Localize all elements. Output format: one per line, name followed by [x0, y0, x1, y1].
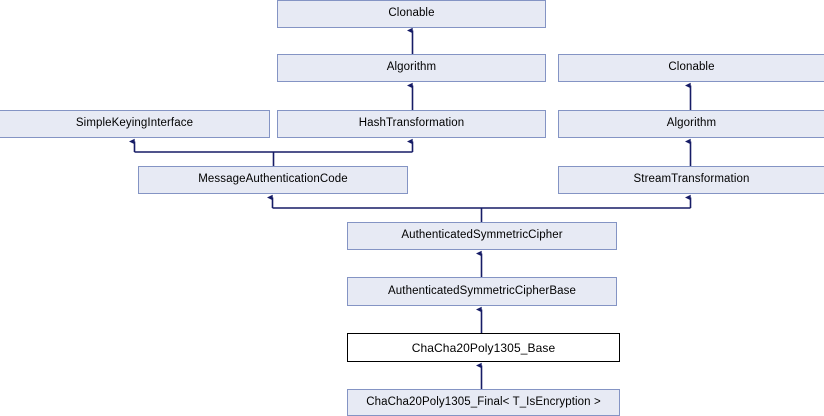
node-hashtransformation[interactable]: HashTransformation [277, 110, 546, 138]
node-label: ChaCha20Poly1305_Final< T_IsEncryption > [366, 395, 601, 408]
node-label: MessageAuthenticationCode [198, 173, 348, 186]
node-authenticatedsymmetriccipherbase[interactable]: AuthenticatedSymmetricCipherBase [347, 277, 617, 306]
node-label: Clonable [668, 61, 715, 74]
node-simplekeyinginterface[interactable]: SimpleKeyingInterface [0, 110, 270, 138]
node-chacha20poly1305-final[interactable]: ChaCha20Poly1305_Final< T_IsEncryption > [347, 389, 620, 416]
node-label: SimpleKeyingInterface [75, 117, 194, 130]
node-label: Algorithm [666, 117, 717, 130]
node-label: ChaCha20Poly1305_Base [411, 340, 556, 355]
node-clonable-top[interactable]: Clonable [277, 0, 546, 28]
node-authenticatedsymmetriccipher[interactable]: AuthenticatedSymmetricCipher [347, 222, 617, 250]
node-label: HashTransformation [358, 117, 465, 130]
node-clonable-right[interactable]: Clonable [558, 54, 824, 82]
node-algorithm[interactable]: Algorithm [277, 54, 546, 82]
node-label: Algorithm [386, 61, 437, 74]
node-label: StreamTransformation [633, 173, 750, 186]
node-label: Clonable [388, 7, 435, 20]
node-messageauthenticationcode[interactable]: MessageAuthenticationCode [138, 166, 408, 194]
node-algorithm-right[interactable]: Algorithm [558, 110, 824, 138]
node-label: AuthenticatedSymmetricCipherBase [388, 284, 576, 297]
node-chacha20poly1305-base[interactable]: ChaCha20Poly1305_Base [347, 333, 620, 362]
node-streamtransformation[interactable]: StreamTransformation [558, 166, 824, 194]
node-label: AuthenticatedSymmetricCipher [401, 229, 563, 242]
